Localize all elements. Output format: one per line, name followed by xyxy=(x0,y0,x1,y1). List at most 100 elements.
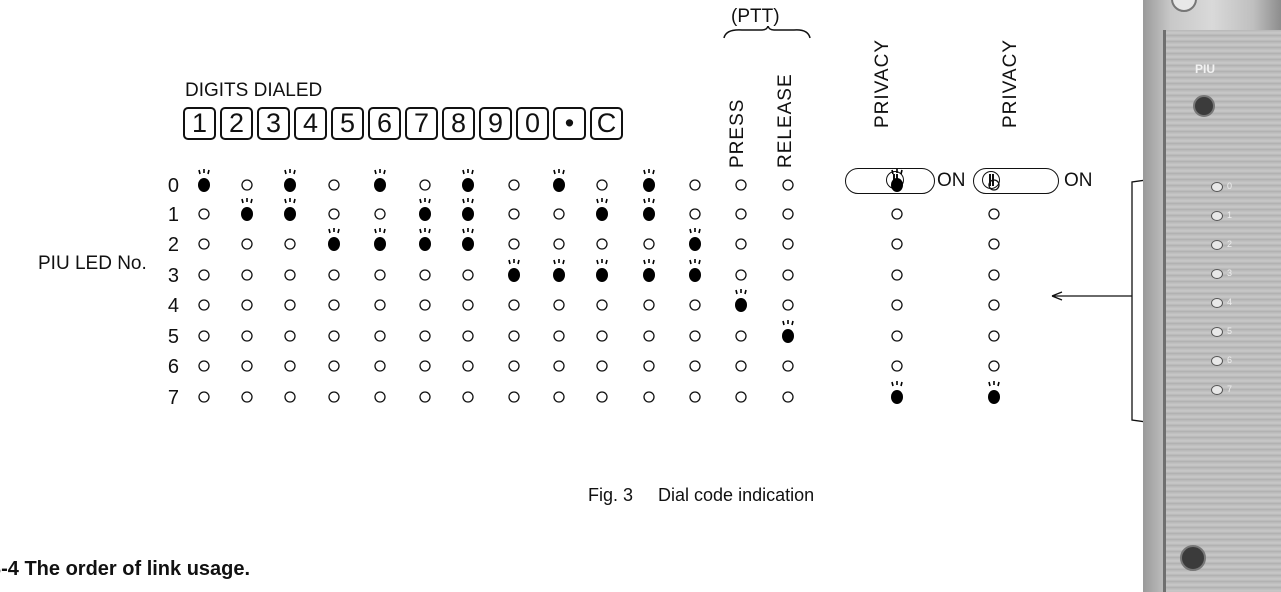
panel-knob-icon xyxy=(1193,95,1215,117)
led-off xyxy=(241,269,253,281)
led-lit xyxy=(689,237,701,251)
led-off xyxy=(508,299,520,311)
led-glow-icon xyxy=(689,228,701,234)
led-lit xyxy=(284,178,296,192)
led-off xyxy=(782,360,794,372)
key-c: C xyxy=(590,107,623,140)
key-5: 5 xyxy=(331,107,364,140)
led-off xyxy=(596,238,608,250)
led-off xyxy=(462,360,474,372)
panel-led xyxy=(1211,211,1223,221)
key-dot: • xyxy=(553,107,586,140)
led-off xyxy=(643,299,655,311)
led-off xyxy=(988,330,1000,342)
privacy-switch-2 xyxy=(973,168,1059,194)
led-off xyxy=(596,299,608,311)
led-off xyxy=(419,360,431,372)
panel-led-number: 3 xyxy=(1227,268,1233,278)
panel-led xyxy=(1211,327,1223,337)
led-off xyxy=(328,360,340,372)
key-8: 8 xyxy=(442,107,475,140)
row-number: 4 xyxy=(167,295,179,317)
led-glow-icon xyxy=(462,228,474,234)
led-lit xyxy=(241,207,253,221)
led-lit xyxy=(735,298,747,312)
led-lit xyxy=(328,237,340,251)
led-glow-icon xyxy=(284,169,296,175)
row-number: 7 xyxy=(167,387,179,409)
led-lit xyxy=(419,237,431,251)
key-4: 4 xyxy=(294,107,327,140)
key-1: 1 xyxy=(183,107,216,140)
led-off xyxy=(198,238,210,250)
led-off xyxy=(508,179,520,191)
led-glow-icon xyxy=(596,198,608,204)
led-lit xyxy=(284,207,296,221)
led-off xyxy=(891,299,903,311)
led-off xyxy=(735,330,747,342)
led-off xyxy=(643,360,655,372)
led-off xyxy=(596,330,608,342)
led-glow-icon xyxy=(198,169,210,175)
panel-led-number: 0 xyxy=(1227,181,1233,191)
led-glow-icon xyxy=(374,228,386,234)
panel-bottom-screw-icon xyxy=(1180,545,1206,571)
led-off xyxy=(891,360,903,372)
led-off xyxy=(891,330,903,342)
panel-screw-icon xyxy=(1171,0,1197,12)
led-glow-icon xyxy=(553,169,565,175)
led-lit xyxy=(462,237,474,251)
led-off xyxy=(596,360,608,372)
led-lit xyxy=(596,268,608,282)
row-number: 2 xyxy=(167,234,179,256)
led-lit xyxy=(643,207,655,221)
led-glow-icon xyxy=(891,169,903,175)
led-lit xyxy=(419,207,431,221)
led-glow-icon xyxy=(643,259,655,265)
led-off xyxy=(988,179,1000,191)
led-glow-icon xyxy=(553,259,565,265)
ptt-brace xyxy=(723,26,811,39)
led-lit xyxy=(374,178,386,192)
led-off xyxy=(462,391,474,403)
led-off xyxy=(891,208,903,220)
led-glow-icon xyxy=(374,169,386,175)
panel-led xyxy=(1211,269,1223,279)
key-2: 2 xyxy=(220,107,253,140)
key-7: 7 xyxy=(405,107,438,140)
led-off xyxy=(735,238,747,250)
led-off xyxy=(284,330,296,342)
led-glow-icon xyxy=(419,228,431,234)
led-off xyxy=(553,391,565,403)
led-glow-icon xyxy=(643,198,655,204)
panel-led xyxy=(1211,240,1223,250)
led-off xyxy=(328,391,340,403)
led-glow-icon xyxy=(735,289,747,295)
led-glow-icon xyxy=(508,259,520,265)
piu-led-label: PIU LED No. xyxy=(38,253,147,274)
led-lit xyxy=(553,178,565,192)
key-6: 6 xyxy=(368,107,401,140)
led-off xyxy=(284,269,296,281)
led-off xyxy=(284,360,296,372)
led-off xyxy=(689,299,701,311)
led-glow-icon xyxy=(596,259,608,265)
led-off xyxy=(374,208,386,220)
led-off xyxy=(328,269,340,281)
led-lit xyxy=(689,268,701,282)
panel-led-number: 6 xyxy=(1227,355,1233,365)
led-off xyxy=(508,330,520,342)
led-lit xyxy=(643,178,655,192)
figure-caption: Fig. 3 Dial code indication xyxy=(588,485,815,505)
led-off xyxy=(782,238,794,250)
key-3: 3 xyxy=(257,107,290,140)
led-off xyxy=(735,391,747,403)
led-lit xyxy=(508,268,520,282)
panel-pointer xyxy=(1051,179,1147,423)
led-off xyxy=(198,360,210,372)
led-off xyxy=(782,208,794,220)
panel-led xyxy=(1211,385,1223,395)
led-off xyxy=(374,330,386,342)
led-off xyxy=(553,330,565,342)
led-glow-icon xyxy=(782,320,794,326)
